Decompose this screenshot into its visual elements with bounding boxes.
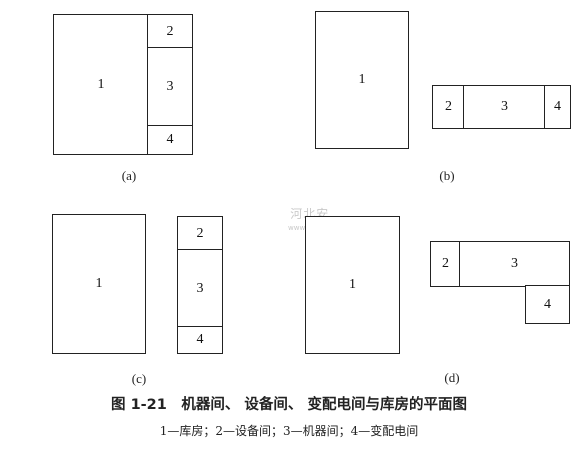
room-number: 1	[349, 277, 356, 292]
diagram-a-room-1: 1	[53, 14, 149, 155]
room-number: 2	[166, 23, 174, 39]
diagram-b-room-1: 1	[315, 11, 409, 149]
diagram-d-room-4: 4	[525, 285, 570, 324]
figure-caption: 图 1-21 机器间、 设备间、 变配电间与库房的平面图	[111, 397, 467, 413]
room-number: 3	[501, 99, 508, 114]
room-number: 3	[166, 79, 174, 94]
room-number: 4	[196, 332, 204, 347]
room-number: 3	[511, 256, 518, 271]
diagram-a-room-3: 3	[147, 47, 193, 127]
room-number: 4	[554, 99, 561, 114]
diagram-c-room-4: 4	[177, 326, 223, 354]
room-number: 1	[97, 76, 105, 92]
room-number: 3	[196, 280, 204, 296]
diagram-b-room-3: 3	[463, 85, 546, 129]
diagram-c-room-1: 1	[52, 214, 146, 354]
room-number: 4	[544, 296, 551, 312]
diagram-c-room-2: 2	[177, 216, 223, 251]
diagram-b-room-2: 2	[432, 85, 465, 129]
diagram-c-label: (c)	[131, 371, 147, 386]
room-number: 2	[445, 99, 452, 114]
diagram-d-room-2: 2	[430, 241, 461, 287]
room-number: 4	[166, 132, 174, 147]
diagram-b-label: (b)	[439, 168, 455, 183]
diagram-a-room-4: 4	[147, 125, 193, 155]
diagram-d-room-3: 3	[459, 241, 570, 287]
room-number: 2	[196, 225, 204, 241]
figure-legend: 1—库房；2—设备间；3—机器间；4—变配电间	[159, 424, 419, 438]
diagram-b-room-4: 4	[544, 85, 571, 129]
room-number: 2	[442, 256, 449, 271]
diagram-d-label: (d)	[444, 370, 460, 385]
diagram-a-room-2: 2	[147, 14, 193, 49]
diagram-d-room-1: 1	[305, 216, 400, 354]
room-number: 1	[358, 72, 366, 87]
diagram-a-label: (a)	[121, 168, 137, 183]
diagram-c-room-3: 3	[177, 249, 223, 328]
room-number: 1	[95, 276, 103, 291]
